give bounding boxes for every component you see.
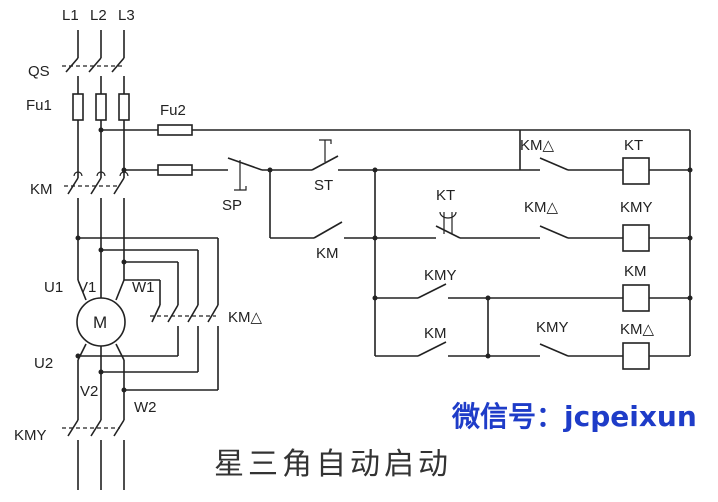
- control-circuit: [98, 124, 693, 370]
- label-l3: L3: [118, 7, 135, 24]
- label-km-hold: KM: [316, 245, 339, 262]
- label-u2: U2: [34, 355, 53, 372]
- label-v2: V2: [80, 383, 98, 400]
- label-v1: V1: [78, 279, 96, 296]
- label-kmy-power: KMY: [14, 427, 47, 444]
- label-kmdelta-coil: KM△: [620, 321, 655, 338]
- label-km-ctrl: KM: [424, 325, 447, 342]
- watermark-text: 微信号：jcpeixun: [451, 400, 697, 433]
- power-circuit: [62, 30, 219, 490]
- label-w2: W2: [134, 399, 157, 416]
- label-u1: U1: [44, 279, 63, 296]
- label-w1: W1: [132, 279, 155, 296]
- label-km-delta-ctrl2: KM△: [524, 199, 559, 216]
- label-fu1: Fu1: [26, 97, 52, 114]
- label-kmy-ctrl2: KMY: [536, 319, 569, 336]
- motor-icon: M: [93, 313, 107, 332]
- labels: L1 L2 L3 QS Fu1 Fu2 KM U1 V1 W1 M U2 V2 …: [14, 7, 655, 444]
- label-l2: L2: [90, 7, 107, 24]
- label-kt-contact: KT: [436, 187, 455, 204]
- label-kt-coil: KT: [624, 137, 643, 154]
- label-kmy-coil: KMY: [620, 199, 653, 216]
- label-km-delta-ctrl1: KM△: [520, 137, 555, 154]
- label-qs: QS: [28, 63, 50, 80]
- label-fu2: Fu2: [160, 102, 186, 119]
- label-st: ST: [314, 177, 333, 194]
- label-km-main: KM: [30, 181, 53, 198]
- diagram-title: 星三角自动启动: [214, 447, 452, 482]
- label-l1: L1: [62, 7, 79, 24]
- label-km-coil: KM: [624, 263, 647, 280]
- label-sp: SP: [222, 197, 242, 214]
- label-kmy-ctrl: KMY: [424, 267, 457, 284]
- label-km-delta-power: KM△: [228, 309, 263, 326]
